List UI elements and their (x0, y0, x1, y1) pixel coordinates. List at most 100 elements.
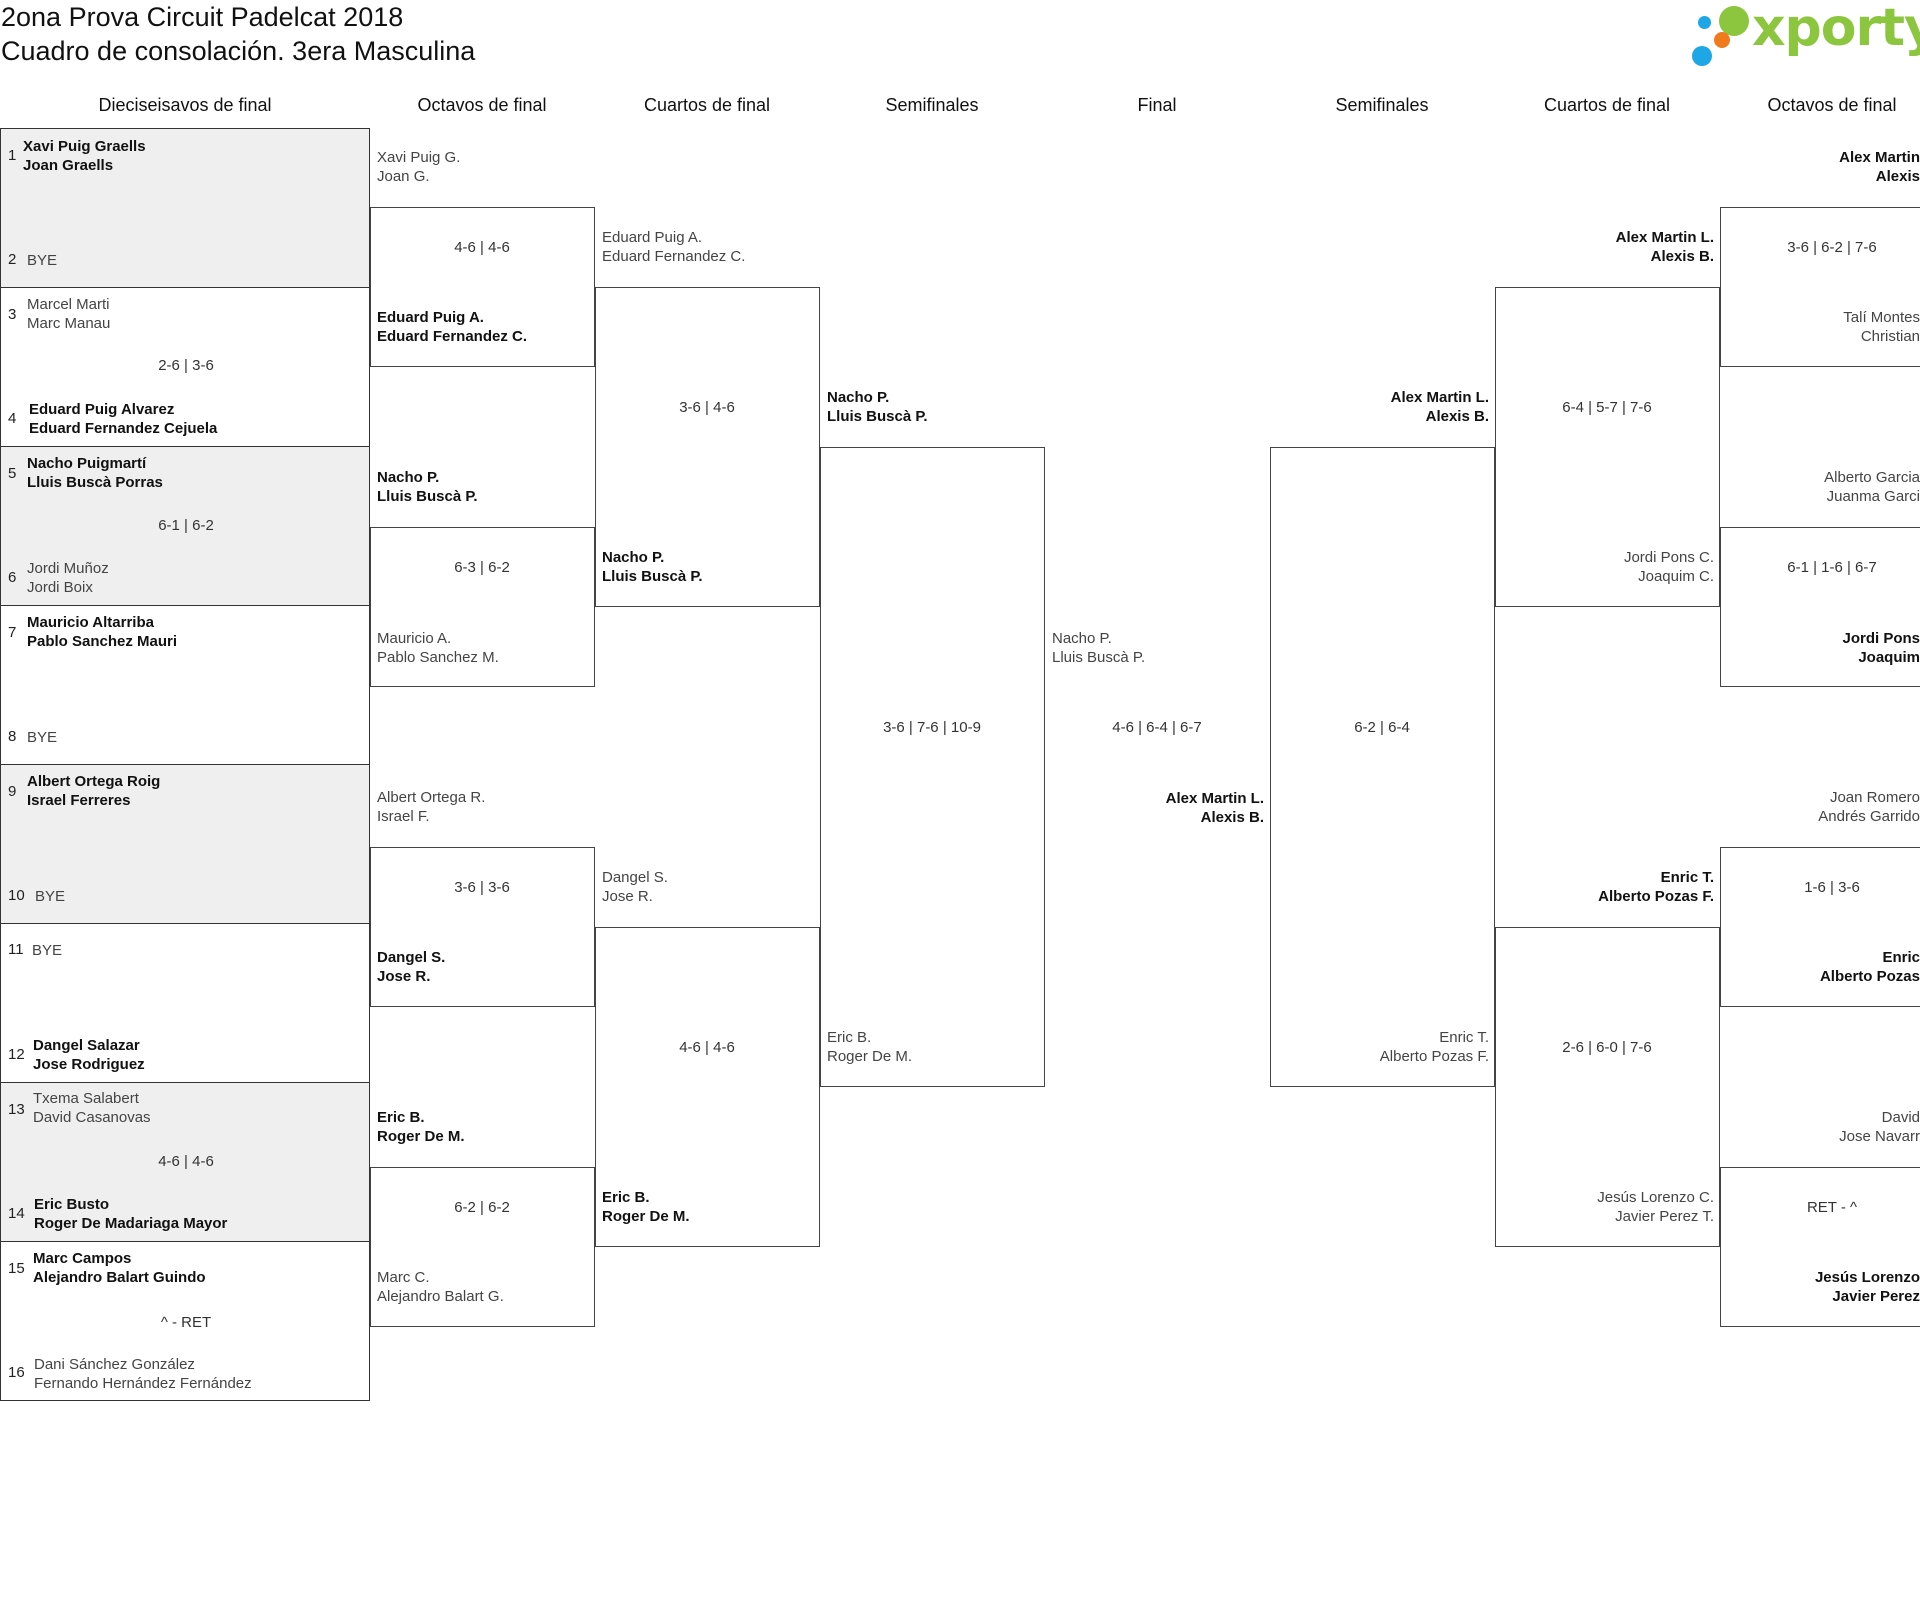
seed-number: 8 (8, 728, 17, 745)
player-name: Juanma Garci (1826, 488, 1920, 505)
match-score: 3-6 | 6-2 | 7-6 (1787, 239, 1877, 256)
qf-bracket-1 (595, 287, 820, 607)
seed-number: 16 (8, 1364, 25, 1381)
player-name: Nacho P. (377, 469, 440, 486)
player-name: Javier Perez T. (1615, 1208, 1714, 1225)
header-round-16-right: Octavos de final (1767, 95, 1897, 115)
seed-number: 7 (8, 624, 17, 641)
header-round-16: Octavos de final (417, 95, 547, 115)
player-name: Jose R. (377, 968, 431, 985)
match-score: 6-3 | 6-2 (454, 559, 510, 576)
player-name: Xavi Puig Graells (23, 138, 146, 155)
player-name: Dani Sánchez González (34, 1356, 195, 1373)
player-name: Joaquim (1858, 649, 1920, 666)
player-name: Roger De Madariaga Mayor (34, 1215, 228, 1232)
player-name: Enric T. (1660, 869, 1714, 886)
r16-bracket-right-1 (1720, 207, 1920, 367)
player-name: Marc Campos (33, 1250, 132, 1267)
player-name: Roger De M. (377, 1128, 465, 1145)
player-name: Dangel S. (377, 949, 446, 966)
player-name: Marc Manau (27, 315, 111, 332)
player-name: Jordi Boix (27, 579, 93, 596)
player-name: Xavi Puig G. (377, 149, 461, 166)
r32-match-6: 11 BYE 12 Dangel Salazar Jose Rodriguez (0, 923, 370, 1083)
player-name: Mauricio A. (377, 630, 452, 647)
player-name: Marc C. (377, 1269, 430, 1286)
player-name: Lluis Buscà P. (377, 488, 478, 505)
seed-number: 10 (8, 887, 25, 904)
logo-dot-green (1719, 6, 1749, 36)
player-name: Txema Salabert (33, 1090, 139, 1107)
player-name: Eduard Fernandez C. (377, 328, 528, 345)
r16-bracket-1 (370, 207, 595, 367)
match-score: 2-6 | 6-0 | 7-6 (1562, 1039, 1652, 1056)
r16-bracket-right-4 (1720, 1167, 1920, 1327)
r32-match-5: 9 Albert Ortega Roig Israel Ferreres 10 … (0, 764, 370, 924)
player-name: Eduard Puig A. (602, 229, 703, 246)
player-name: Lluis Buscà Porras (27, 474, 163, 491)
player-name: Alexis B. (1200, 809, 1264, 826)
match-score: 6-2 | 6-2 (454, 1199, 510, 1216)
seed-number: 14 (8, 1205, 25, 1222)
match-score: 4-6 | 4-6 (158, 1153, 214, 1170)
player-name: Nacho P. (1052, 630, 1112, 647)
player-name: Alberto Garcia (1824, 469, 1920, 486)
player-name: Dangel S. (602, 869, 668, 886)
header-final: Final (1137, 95, 1177, 115)
r16-bracket-2 (370, 527, 595, 687)
player-name: Eric B. (602, 1189, 650, 1206)
seed-number: 12 (8, 1046, 25, 1063)
seed-number: 13 (8, 1101, 25, 1118)
match-score: 4-6 | 4-6 (679, 1039, 735, 1056)
qf-bracket-right-1 (1495, 287, 1720, 607)
player-name: Eric B. (827, 1029, 872, 1046)
seed-number: 6 (8, 569, 17, 586)
player-name: Talí Montes (1843, 309, 1920, 326)
match-score: 6-1 | 1-6 | 6-7 (1787, 559, 1877, 576)
player-name: Lluis Buscà P. (827, 408, 928, 425)
seed-number: 15 (8, 1260, 25, 1277)
match-score: 3-6 | 7-6 | 10-9 (883, 719, 981, 736)
player-name: Eduard Fernandez C. (602, 248, 746, 265)
player-name: Joaquim C. (1638, 568, 1714, 585)
player-name: Alberto Pozas (1819, 968, 1920, 985)
player-name: Albert Ortega R. (377, 789, 486, 806)
player-name: Jordi Pons (1842, 630, 1920, 647)
player-name: Roger De M. (602, 1208, 690, 1225)
player-name: Enric (1882, 949, 1920, 966)
match-score: RET - ^ (1806, 1199, 1858, 1216)
r32-match-3: 5 Nacho Puigmartí Lluis Buscà Porras 6-1… (0, 446, 370, 606)
player-name: Enric T. (1439, 1029, 1489, 1046)
seed-number: 4 (8, 410, 17, 427)
match-score: 4-6 | 4-6 (454, 239, 510, 256)
player-name: Albert Ortega Roig (27, 773, 161, 790)
player-name: Alex Martin (1839, 149, 1920, 166)
player-name: Alexis (1875, 168, 1920, 185)
player-name: Nacho P. (827, 389, 890, 406)
match-score: ^ - RET (160, 1314, 212, 1331)
seed-number: 3 (8, 306, 17, 323)
bye-label: BYE (32, 942, 63, 959)
player-name: Eric B. (377, 1109, 425, 1126)
match-score: 6-2 | 6-4 (1354, 719, 1410, 736)
player-name: Alex Martin L. (1390, 389, 1489, 406)
seed-number: 5 (8, 465, 17, 482)
bye-label: BYE (27, 729, 58, 746)
player-name: Nacho P. (602, 549, 665, 566)
player-name: Alex Martin L. (1615, 229, 1714, 246)
player-name: Jesús Lorenzo (1814, 1269, 1920, 1286)
match-score: 6-1 | 6-2 (158, 517, 214, 534)
qf-bracket-right-2 (1495, 927, 1720, 1247)
r16-bracket-4 (370, 1167, 595, 1327)
player-name: Alberto Pozas F. (1598, 888, 1714, 905)
player-name: Eduard Fernandez Cejuela (29, 420, 218, 437)
logo-dot-blue-small (1698, 16, 1711, 29)
player-name: Eric Busto (34, 1196, 110, 1213)
r32-match-2: 3 Marcel Marti Marc Manau 2-6 | 3-6 4 Ed… (0, 287, 370, 447)
player-name: Alexis B. (1425, 408, 1489, 425)
xporty-logo[interactable]: xporty (1692, 0, 1920, 68)
player-name: David Casanovas (33, 1109, 151, 1126)
player-name: Eduard Puig Alvarez (29, 401, 175, 418)
logo-text: xporty (1752, 0, 1920, 58)
player-name: Israel F. (377, 808, 430, 825)
